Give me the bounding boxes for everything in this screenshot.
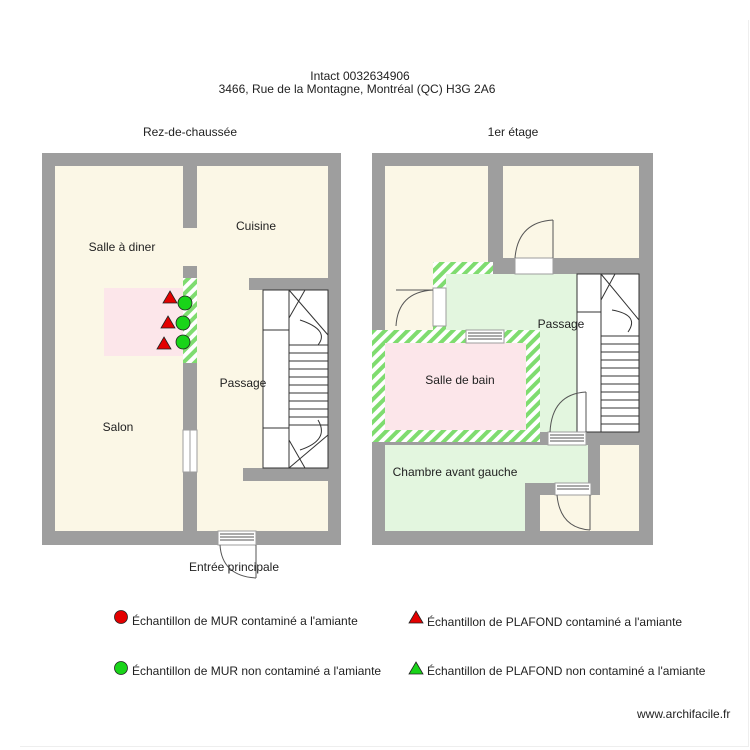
room-top-right [503, 166, 639, 258]
wall-clean-marker-2 [175, 315, 191, 331]
legend-wall-contaminated-icon [114, 610, 128, 624]
label-chambre: Chambre avant gauche [392, 465, 518, 479]
address: 3466, Rue de la Montagne, Montréal (QC) … [218, 82, 496, 96]
legend-ceiling-clean: Échantillon de PLAFOND non contaminé a l… [427, 664, 706, 678]
first-floor-title: 1er étage [487, 125, 539, 139]
wall-clean-marker-1 [177, 295, 193, 311]
room-bottom-right-ext [600, 445, 639, 531]
legend-wall-clean-icon [114, 661, 128, 675]
label-salon: Salon [102, 420, 134, 434]
report-title: Intact 0032634906 [310, 69, 410, 83]
ceiling-contaminated-marker-3 [156, 336, 172, 350]
legend-ceiling-contaminated: Échantillon de PLAFOND contaminé a l'ami… [427, 615, 683, 629]
room-chambre-ext [525, 445, 588, 483]
label-entree: Entrée principale [188, 560, 280, 574]
watermark: www.archifacile.fr [637, 707, 731, 721]
legend-ceiling-clean-icon [408, 661, 424, 675]
room-chambre [385, 445, 525, 531]
legend-wall-contaminated: Échantillon de MUR contaminé a l'amiante [132, 614, 358, 628]
ceiling-contaminated-marker-1 [162, 290, 178, 304]
label-passage-ground: Passage [219, 376, 267, 390]
ceiling-contaminated-marker-2 [160, 315, 176, 329]
partition-bottom [243, 468, 341, 481]
wall-hatched-top [433, 262, 493, 274]
doorway-top [183, 228, 197, 266]
legend-wall-clean: Échantillon de MUR non contaminé a l'ami… [132, 664, 382, 678]
label-salle-de-bain: Salle de bain [425, 373, 495, 387]
page-frame [20, 20, 749, 747]
label-salle-a-diner: Salle à diner [88, 240, 156, 254]
entrance-door-opening [217, 530, 257, 546]
partition-cuisine [249, 278, 341, 290]
legend-ceiling-contaminated-icon [408, 610, 424, 624]
first-floor-plan [372, 153, 653, 545]
stairs-first [576, 273, 640, 433]
room-salle-de-bain [385, 343, 526, 430]
stairs-ground [262, 289, 329, 469]
ground-floor-title: Rez-de-chaussée [142, 125, 238, 139]
ground-floor-plan [42, 153, 341, 579]
wall-clean-marker-3 [175, 334, 191, 350]
label-cuisine: Cuisine [235, 219, 277, 233]
label-passage-first: Passage [537, 317, 585, 331]
